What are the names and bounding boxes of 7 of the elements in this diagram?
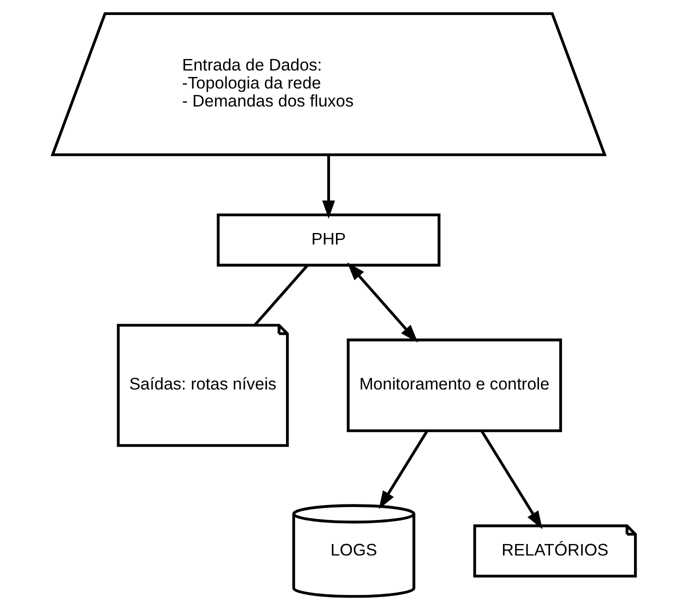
node-box: Monitoramento e controle	[346, 338, 562, 432]
arrow	[378, 430, 428, 510]
arrow	[346, 262, 418, 343]
node-box: PHP	[216, 213, 440, 267]
connector	[253, 264, 308, 326]
arrow	[322, 154, 334, 219]
arrow	[480, 430, 542, 530]
